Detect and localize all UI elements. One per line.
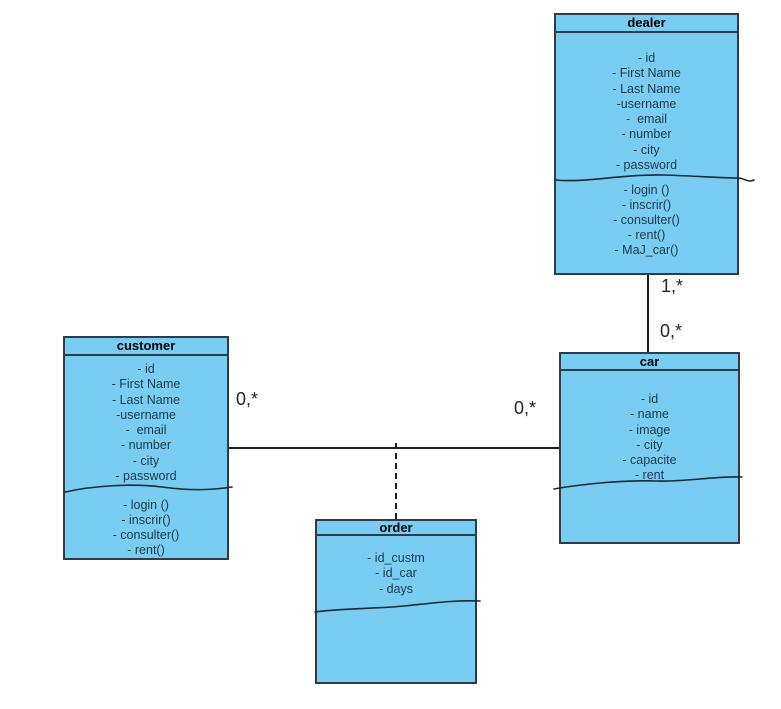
method: - inscrir() [621,198,672,212]
attribute: - id [137,362,155,376]
attribute: - password [615,158,678,173]
class-attributes: - id - First Name - Last Name -username … [556,51,737,173]
attribute: - First Name [612,66,681,81]
class-title: car [561,354,738,371]
method: - consulter() [613,213,680,227]
class-car[interactable]: car - id - name - image - city - capacit… [553,352,743,544]
attribute: - capacite [622,453,677,468]
method: - consulter() [112,528,180,542]
attribute: - id [640,392,659,406]
attribute: - id_car [375,566,417,581]
class-dealer[interactable]: dealer - id - First Name - Last Name -us… [554,13,755,275]
method: - rent() [127,543,165,557]
class-attributes: - id - First Name - Last Name -username … [65,362,227,484]
method: - login () [623,183,670,197]
multiplicity-label-customer-end: 0,* [236,389,259,409]
association-dealer-car[interactable] [647,275,649,352]
attribute: - image [628,422,671,437]
attribute: - Last Name [612,81,681,96]
class-title: dealer [556,15,737,33]
method: - MaJ_car() [614,243,679,257]
multiplicity-label-car-top-end: 0,* [660,321,683,341]
attribute: - email [125,423,167,438]
attribute: - city [132,453,160,468]
attribute: - id_custm [367,551,425,565]
multiplicity-label-dealer-end: 1,* [661,276,684,296]
method: - inscrir() [121,513,171,527]
class-title: order [317,521,475,536]
attribute: - days [378,581,414,596]
class-attributes: - id_custm - id_car - days [317,551,475,597]
attribute: - email [626,112,667,127]
section-divider-wave [314,600,481,613]
attribute: - city [636,437,663,452]
attribute: - number [120,438,172,453]
attribute: - rent [634,468,665,483]
attribute: - First Name [111,377,181,392]
attribute: -username [616,96,677,111]
attribute: - number [621,127,672,142]
association-class-link-order[interactable] [395,443,397,519]
attribute: - Last Name [111,392,181,407]
class-title: customer [65,338,227,356]
class-customer[interactable]: customer - id - First Name - Last Name -… [63,336,233,560]
method: - login () [123,498,169,512]
class-order[interactable]: order - id_custm - id_car - days [314,519,481,684]
class-attributes: - id - name - image - city - capacite - … [561,392,738,484]
attribute: - city [633,142,660,157]
class-methods: - login () - inscrir() - consulter() - r… [65,498,227,558]
association-customer-car[interactable] [229,447,559,449]
method: - rent() [627,228,666,242]
attribute: - password [115,469,177,484]
attribute: - id [637,51,656,65]
attribute: - name [630,407,669,422]
class-methods: - login () - inscrir() - consulter() - r… [556,183,737,258]
multiplicity-label-car-left-end: 0,* [514,398,537,418]
attribute: -username [116,407,176,422]
